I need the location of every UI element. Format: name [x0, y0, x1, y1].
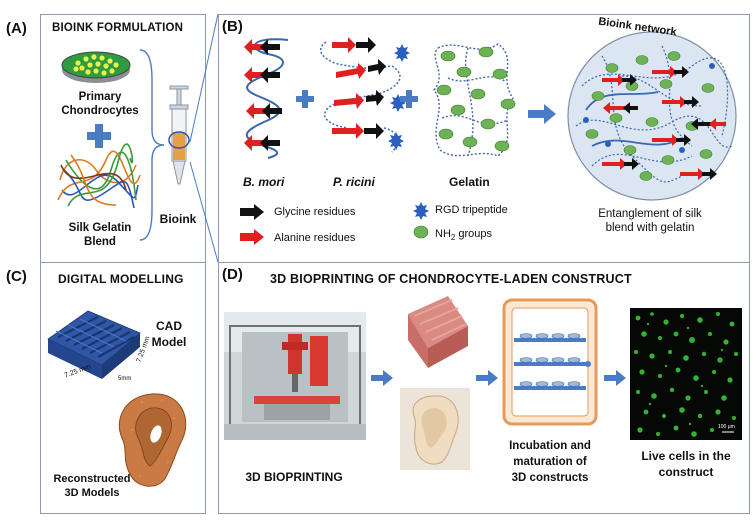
nh2-sub: 2	[450, 233, 456, 243]
chondrocytes-line1: Primary	[78, 91, 122, 103]
legend-rgd: RGD tripeptide	[435, 204, 508, 216]
bioprinting-label: 3D BIOPRINTING	[245, 470, 343, 484]
cad-line1: CAD	[156, 319, 182, 333]
ear-model-icon	[118, 393, 187, 487]
cad-line2: Model	[151, 335, 187, 349]
scale-bar-label: 100 μm	[718, 424, 735, 430]
incubation-line1: Incubation and	[509, 440, 591, 452]
live-cells-line2: construct	[658, 465, 714, 479]
zoom-lines	[189, 13, 219, 263]
incubation-line3: 3D constructs	[511, 472, 589, 484]
chondrocytes-label: Primary Chondrocytes	[52, 90, 148, 118]
plus-icon	[400, 90, 418, 108]
live-cells-micrograph	[630, 308, 742, 440]
entanglement-line2: blend with gelatin	[605, 222, 695, 234]
glycine-arrow-icon	[240, 204, 264, 220]
panel-a-label: (A)	[6, 20, 27, 37]
arrow-right-icon	[476, 370, 498, 386]
silk-gelatin-tangle-icon	[57, 143, 141, 209]
gelatin-network	[433, 43, 516, 157]
legend-alanine: Alanine residues	[274, 232, 356, 244]
dim-label-3: 5mm	[118, 376, 132, 382]
silk-gelatin-label: Silk Gelatin Blend	[52, 221, 148, 249]
printed-ear-photo	[400, 388, 470, 470]
live-cells-label: Live cells in the construct	[626, 448, 746, 480]
pricini-label: P. ricini	[333, 175, 375, 189]
nh2-suffix: groups	[455, 228, 493, 240]
incubation-label: Incubation and maturation of 3D construc…	[490, 438, 610, 486]
bmori-strand	[244, 38, 289, 159]
plus-icon	[296, 90, 314, 108]
gelatin-label: Gelatin	[449, 175, 490, 189]
entanglement-label: Entanglement of silk blend with gelatin	[570, 207, 730, 235]
panel-c-frame	[40, 262, 206, 514]
arrow-right-icon	[604, 370, 626, 386]
bioink-network-circle	[567, 31, 737, 201]
silk-gelatin-line1: Silk Gelatin	[68, 222, 132, 234]
bioprinter-photo	[224, 312, 366, 440]
incubator-icon	[502, 298, 598, 426]
arrow-right-icon	[528, 104, 556, 124]
syringe-icon	[168, 85, 190, 185]
pricini-strand	[320, 37, 410, 153]
panel-b-label: (B)	[222, 18, 243, 35]
panel-d-frame	[218, 262, 750, 514]
legend-nh2: NH2 groups	[435, 228, 492, 242]
panel-d-title: 3D BIOPRINTING OF CHONDROCYTE-LADEN CONS…	[270, 272, 632, 286]
plus-icon	[87, 124, 111, 148]
alanine-arrow-icon	[240, 229, 264, 245]
bracket	[139, 49, 165, 241]
printed-scaffold-photo	[408, 296, 468, 368]
bioink-label: Bioink	[159, 212, 197, 226]
chondrocytes-line2: Chondrocytes	[61, 105, 139, 117]
arrow-right-icon	[371, 370, 393, 386]
rgd-star-icon	[413, 202, 429, 220]
reconstructed-line1: Reconstructed	[53, 473, 131, 485]
silk-gelatin-line2: Blend	[84, 236, 116, 248]
bmori-label: B. mori	[243, 175, 285, 189]
cad-label: CAD Model	[146, 318, 192, 350]
live-cells-line1: Live cells in the	[641, 449, 731, 463]
legend-glycine: Glycine residues	[274, 206, 356, 218]
panel-a-title: BIOINK FORMULATION	[52, 22, 184, 34]
panel-c-title: DIGITAL MODELLING	[58, 272, 184, 286]
cad-model-icon	[47, 310, 141, 379]
panel-d-label: (D)	[222, 266, 243, 283]
nh2-prefix: NH	[435, 228, 451, 240]
reconstructed-label: Reconstructed 3D Models	[42, 472, 142, 500]
entanglement-line1: Entanglement of silk	[598, 208, 702, 220]
petri-dish-icon	[61, 51, 131, 83]
reconstructed-line2: 3D Models	[64, 487, 120, 499]
panel-c-label: (C)	[6, 268, 27, 285]
nh2-dot-icon	[413, 225, 429, 239]
incubation-line2: maturation of	[513, 456, 587, 468]
